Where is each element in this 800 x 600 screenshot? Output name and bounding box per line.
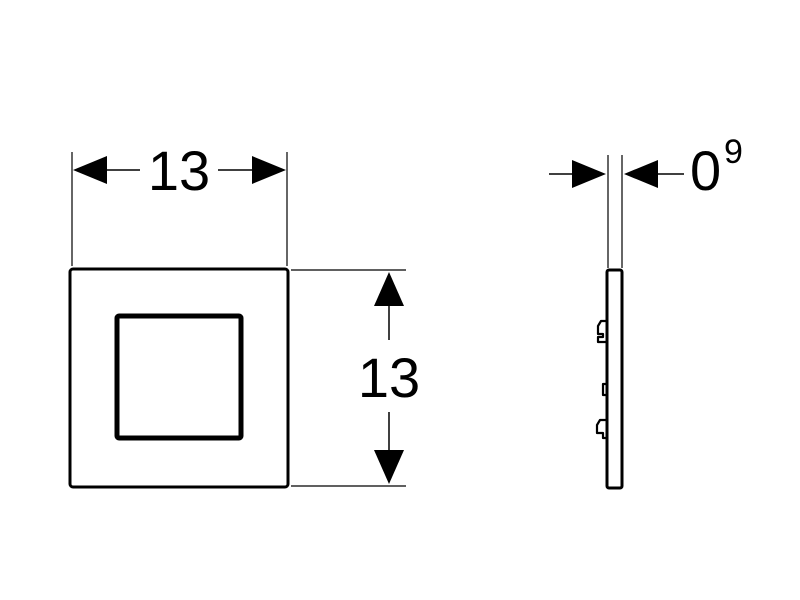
- arrow-right: [252, 156, 286, 184]
- height-dimension: 13: [291, 269, 420, 487]
- arrow-up: [374, 272, 404, 306]
- clip-bottom: [595, 382, 607, 440]
- side-view: [595, 268, 624, 490]
- thickness-label-main: 0: [690, 139, 721, 202]
- arrow-left: [73, 156, 107, 184]
- arrow-down: [374, 450, 404, 484]
- thickness-dimension: 0 9: [549, 133, 743, 268]
- width-dimension: 13: [71, 139, 288, 266]
- thickness-arrow-left: [572, 160, 606, 188]
- front-view: [68, 267, 290, 489]
- width-label: 13: [148, 139, 210, 202]
- button-outline: [114, 313, 244, 441]
- height-label: 13: [358, 346, 420, 409]
- clip-top: [596, 319, 607, 344]
- thickness-label-superscript: 9: [724, 133, 743, 171]
- plate-outline: [68, 267, 290, 489]
- side-plate: [605, 268, 624, 490]
- thickness-arrow-right: [624, 160, 658, 188]
- thickness-label: 0: [690, 139, 721, 202]
